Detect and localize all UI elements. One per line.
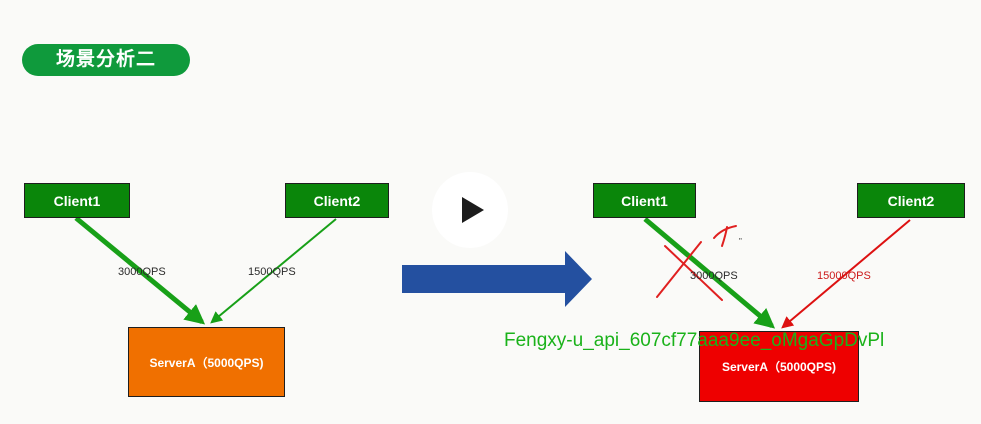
- client2-before: Client2: [285, 183, 389, 218]
- play-icon: [462, 197, 484, 223]
- qps-client2-after: 15000QPS: [817, 270, 871, 282]
- arrow-client2-to-server-after: [781, 219, 911, 329]
- server-after-label: ServerA（5000QPS): [721, 360, 837, 374]
- x-mark-icon: [656, 225, 737, 301]
- client1-before: Client1: [24, 183, 130, 218]
- small-mark: ": [739, 237, 742, 246]
- watermark: Fengxy-u_api_607cf77aaa9ee_oMgaGpDvPl: [504, 330, 885, 351]
- qps-client1-after: 3000QPS: [690, 270, 738, 282]
- server-before: ServerA（5000QPS): [128, 327, 285, 397]
- client1-after-label: Client1: [621, 192, 668, 209]
- qps-client1-before: 3000QPS: [118, 266, 166, 278]
- section-title: 场景分析二: [22, 44, 190, 76]
- client1-after: Client1: [593, 183, 696, 218]
- client2-after: Client2: [857, 183, 965, 218]
- qps-client2-before: 1500QPS: [248, 266, 296, 278]
- server-after: ServerA（5000QPS): [699, 331, 859, 402]
- client2-after-label: Client2: [887, 192, 935, 209]
- client1-before-label: Client1: [53, 192, 101, 209]
- arrow-client1-to-server-before: [74, 216, 206, 325]
- arrow-client1-to-server-after: [643, 217, 776, 329]
- arrow-client2-to-server-before: [210, 218, 337, 324]
- right-arrow-icon: [402, 251, 592, 307]
- server-before-label: ServerA（5000QPS): [149, 355, 264, 370]
- client2-before-label: Client2: [313, 192, 361, 209]
- play-button[interactable]: [432, 172, 508, 248]
